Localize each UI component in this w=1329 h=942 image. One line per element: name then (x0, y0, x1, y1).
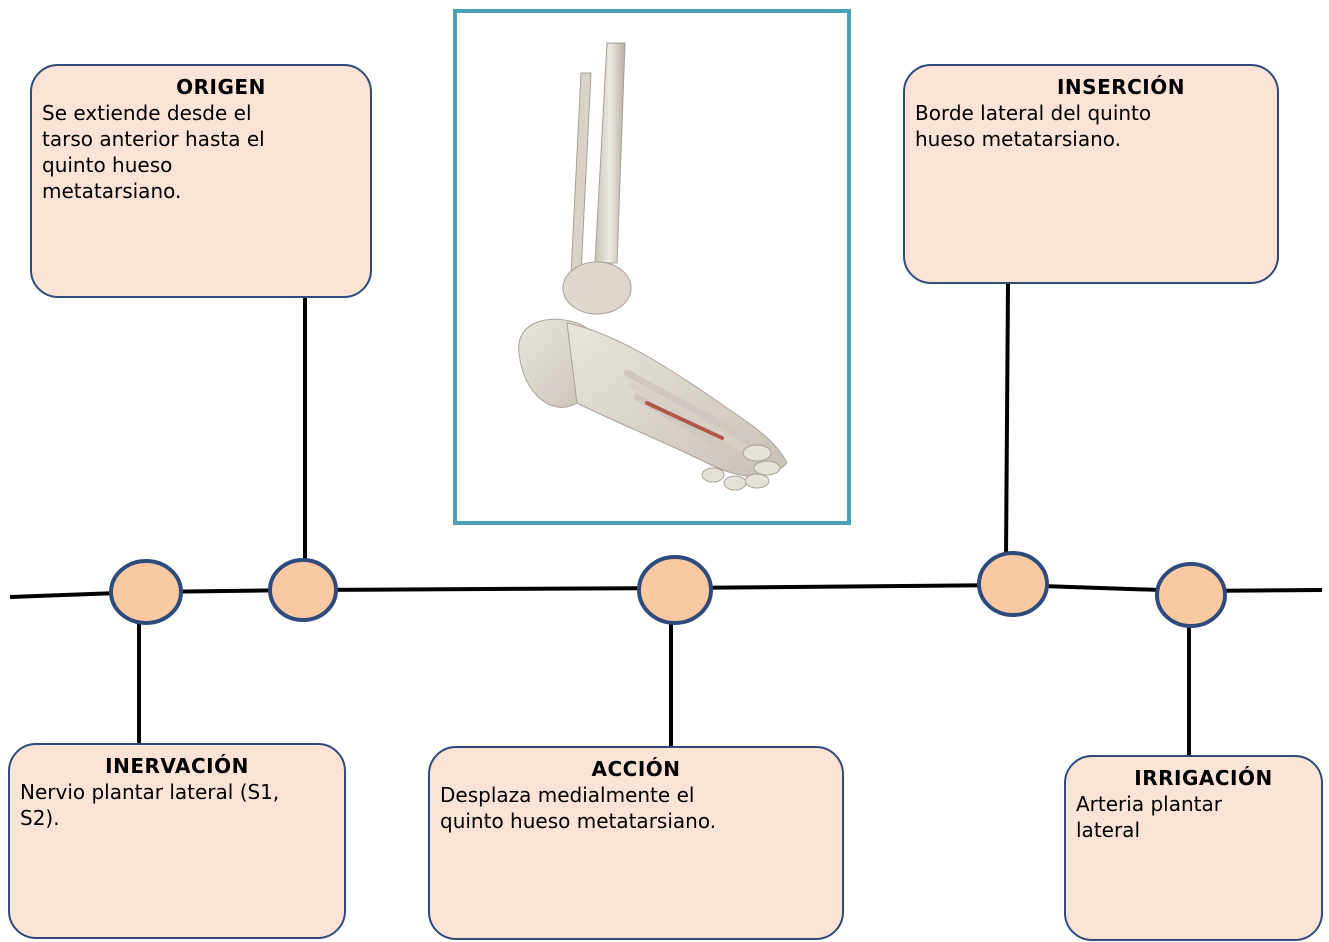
card-irrigacion-title: IRRIGACIÓN (1134, 766, 1273, 790)
card-origen-title: ORIGEN (176, 75, 266, 99)
card-inervacion-body: Nervio plantar lateral (S1, S2). (20, 780, 280, 830)
foot-image-frame (453, 9, 851, 525)
node-insercion (977, 551, 1049, 617)
node-accion (637, 555, 713, 625)
node-inervacion (109, 559, 183, 625)
connector-insercion (1004, 282, 1010, 558)
foot-skeleton-icon (518, 42, 788, 491)
card-accion-title: ACCIÓN (591, 757, 681, 781)
card-origen-body: Se extiende desde el tarso anterior hast… (42, 101, 265, 203)
card-irrigacion-body: Arteria plantar lateral (1076, 792, 1222, 842)
card-accion: ACCIÓN Desplaza medialmente el quinto hu… (428, 746, 844, 940)
card-irrigacion: IRRIGACIÓN Arteria plantar lateral (1064, 755, 1323, 941)
card-insercion-title: INSERCIÓN (1056, 75, 1185, 99)
card-inervacion-title: INERVACIÓN (105, 754, 249, 778)
node-irrigacion (1155, 562, 1227, 628)
card-accion-body: Desplaza medialmente el quinto hueso met… (440, 783, 717, 833)
card-insercion-body: Borde lateral del quinto hueso metatarsi… (915, 101, 1152, 151)
card-insercion: INSERCIÓN Borde lateral del quinto hueso… (903, 64, 1279, 284)
card-inervacion: INERVACIÓN Nervio plantar lateral (S1, S… (8, 743, 346, 939)
card-origen: ORIGEN Se extiende desde el tarso anteri… (30, 64, 372, 298)
node-origen (268, 558, 338, 622)
